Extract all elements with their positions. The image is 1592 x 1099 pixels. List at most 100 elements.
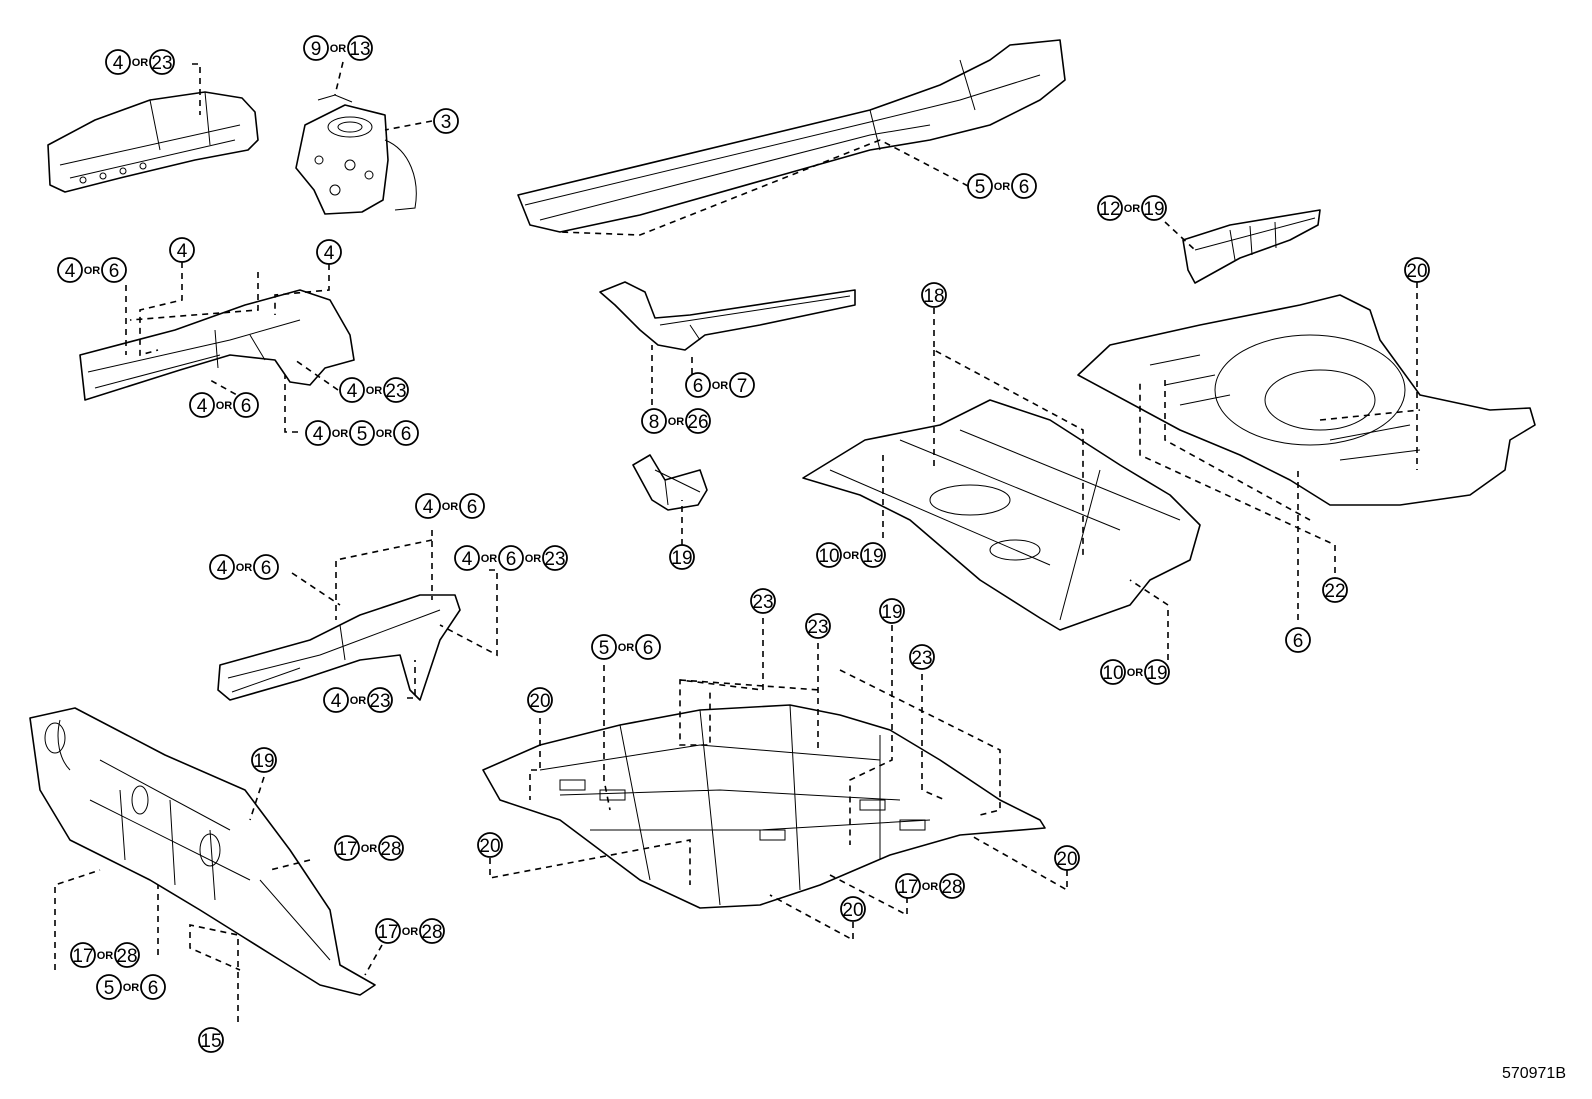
or-connector: OR <box>1124 203 1141 215</box>
callout-circle <box>305 420 331 446</box>
callout-19: 19 <box>879 598 905 624</box>
dash-panel-part <box>29 707 376 996</box>
part-number: 4 <box>313 424 324 445</box>
callout-circle <box>895 873 921 899</box>
or-connector: OR <box>1127 667 1144 679</box>
part-number: 6 <box>467 497 478 518</box>
or-connector: OR <box>668 416 685 428</box>
callout-circle <box>750 588 776 614</box>
callout-circle <box>253 554 279 580</box>
part-number: 6 <box>1019 177 1030 198</box>
or-connector: OR <box>366 385 383 397</box>
callout-circle <box>303 35 329 61</box>
callout-23: 23 <box>909 644 935 670</box>
callout-23: 23 <box>750 588 776 614</box>
center-side-member-part <box>599 281 856 351</box>
callout-20: 20 <box>1054 845 1080 871</box>
part-number: 19 <box>671 548 692 569</box>
callout-circle <box>105 49 131 75</box>
part-number: 19 <box>881 602 902 623</box>
callout-circle <box>334 835 360 861</box>
part-number: 17 <box>897 877 918 898</box>
part-number: 10 <box>818 546 839 567</box>
spare-tire-pan-part <box>1077 294 1536 506</box>
or-connector: OR <box>525 553 542 565</box>
callout-circle <box>1404 257 1430 283</box>
callout-circle <box>419 918 445 944</box>
part-number: 20 <box>1406 261 1427 282</box>
front-floor-pan-part <box>482 704 1046 909</box>
callout-circle <box>939 873 965 899</box>
part-number: 17 <box>377 922 398 943</box>
part-number: 23 <box>151 53 172 74</box>
leader-lines <box>54 61 1421 1022</box>
part-number: 23 <box>544 549 565 570</box>
callout-circle <box>879 598 905 624</box>
callout-circle <box>323 687 349 713</box>
callout-circle <box>251 747 277 773</box>
part-number: 5 <box>975 177 986 198</box>
callout-circle <box>209 554 235 580</box>
part-number: 17 <box>72 946 93 967</box>
part-number: 6 <box>148 978 159 999</box>
callout-19: 19 <box>669 544 695 570</box>
callout-circle <box>967 173 993 199</box>
part-number: 23 <box>385 381 406 402</box>
or-connector: OR <box>330 43 347 55</box>
callout-circle <box>454 545 480 571</box>
callout-circle <box>198 1027 224 1053</box>
callout-circle <box>433 108 459 134</box>
or-connector: OR <box>84 265 101 277</box>
part-number: 20 <box>1056 849 1077 870</box>
callout-circle <box>1054 845 1080 871</box>
part-number: 4 <box>177 241 188 262</box>
or-connector: OR <box>481 553 498 565</box>
part-number: 28 <box>116 946 137 967</box>
callout-circle <box>347 35 373 61</box>
callout-circle <box>70 942 96 968</box>
callout-20: 20 <box>840 896 866 922</box>
mid-side-member-part <box>217 594 461 701</box>
callout-circle <box>233 392 259 418</box>
callout-circle <box>169 237 195 263</box>
part-number: 28 <box>941 877 962 898</box>
part-number: 6 <box>1293 631 1304 652</box>
part-number: 19 <box>1143 199 1164 220</box>
part-number: 6 <box>241 396 252 417</box>
callout-4: 4 <box>316 239 342 265</box>
front-side-member-part <box>79 289 355 401</box>
part-number: 6 <box>643 638 654 659</box>
or-connector: OR <box>712 380 729 392</box>
callout-circle <box>57 257 83 283</box>
callout-circle <box>1285 627 1311 653</box>
callout-circle <box>415 493 441 519</box>
or-connector: OR <box>994 181 1011 193</box>
or-connector: OR <box>332 428 349 440</box>
part-number: 23 <box>911 648 932 669</box>
callout-15: 15 <box>198 1027 224 1053</box>
callout-circle <box>1322 577 1348 603</box>
part-number: 26 <box>687 412 708 433</box>
part-number: 4 <box>462 549 473 570</box>
or-connector: OR <box>97 950 114 962</box>
callout-circle <box>860 542 886 568</box>
callout-circle <box>909 644 935 670</box>
callout-circle <box>729 372 755 398</box>
part-number: 4 <box>331 691 342 712</box>
part-number: 4 <box>65 261 76 282</box>
part-number: 4 <box>113 53 124 74</box>
callout-3: 3 <box>433 108 459 134</box>
part-outlines <box>29 39 1536 996</box>
part-number: 20 <box>479 836 500 857</box>
